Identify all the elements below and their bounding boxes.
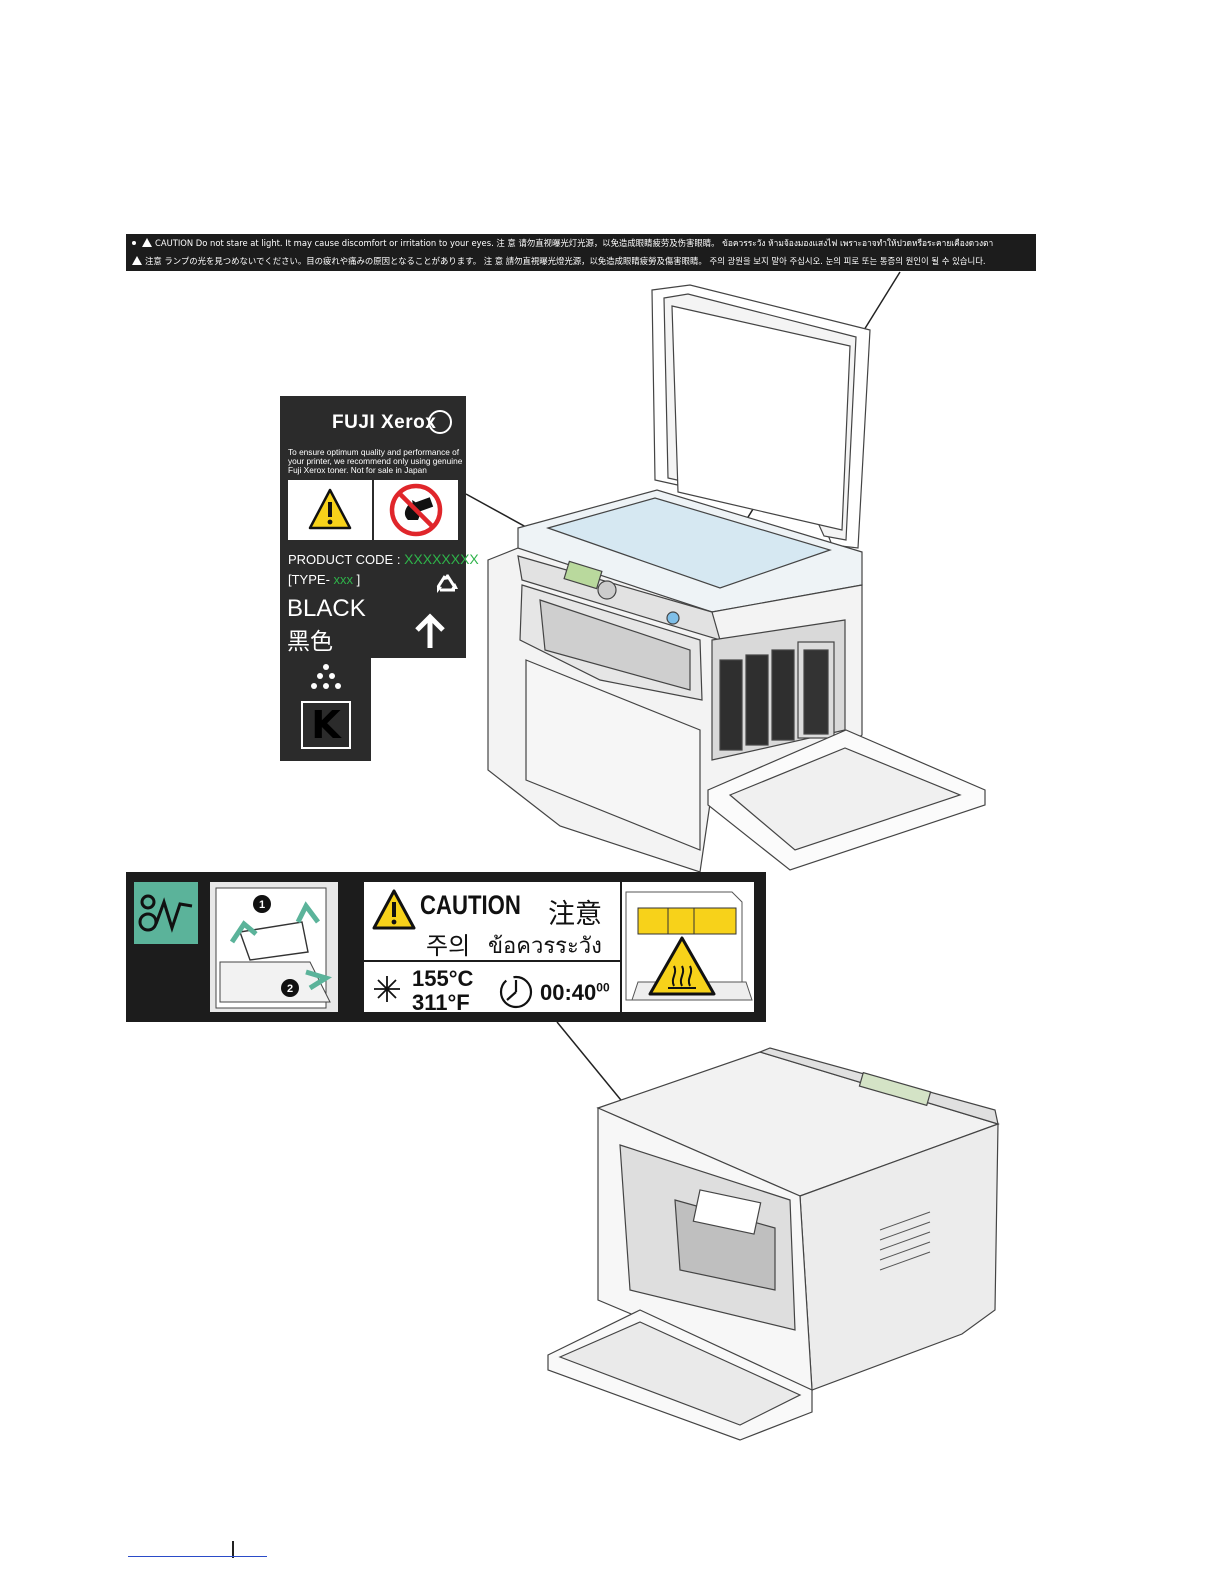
up-arrow-icon [415, 613, 445, 648]
toner-color-english: BLACK [287, 595, 366, 622]
paper-jam-icon [138, 894, 193, 933]
step-2-label: 2 [287, 983, 293, 995]
product-code: PRODUCT CODE : XXXXXXXX [288, 551, 479, 567]
hot-surface-illustration [622, 882, 754, 1012]
toner-dots-icon [311, 664, 341, 689]
toner-color-chinese: 黑色 [287, 628, 333, 654]
globe-logo-icon [428, 410, 452, 434]
no-fire-icon-box [374, 480, 458, 540]
recycle-icon [436, 574, 458, 593]
caution-label: 1 2 CAUTION 注意 주의 ข้อควรระวัง 155°C 311°… [126, 872, 766, 1022]
printer-rear-drawing [547, 1047, 1000, 1441]
color-letter-box: K [301, 701, 351, 749]
caution-title-english: CAUTION [420, 890, 521, 920]
cooldown-time: 00:4000 [540, 980, 610, 1005]
no-fire-icon [389, 483, 443, 537]
divider [364, 960, 620, 962]
warning-icon-box [288, 480, 372, 540]
toner-label: FUJI Xerox To ensure optimum quality and… [280, 396, 479, 658]
temperature-celsius: 155°C [412, 966, 474, 991]
jam-removal-illustration: 1 2 [210, 882, 338, 1012]
printer-front-drawing [487, 284, 986, 873]
brand-logo: FUJI Xerox [332, 412, 437, 433]
caution-strip: CAUTION Do not stare at light. It may ca… [126, 234, 1036, 271]
paper-jam-symbol-box [134, 882, 198, 944]
bullet-icon [132, 241, 136, 245]
footer-divider [232, 1541, 234, 1558]
warning-triangle-icon [142, 238, 152, 247]
caution-title-chinese: 注意 [548, 899, 602, 929]
toner-label-lower: K [280, 656, 371, 761]
jam-removal-drawing: 1 2 [215, 887, 333, 1009]
caution-text-box: CAUTION 注意 주의 ข้อควรระวัง 155°C 311°F 00… [364, 882, 620, 1015]
snowflake-icon [374, 976, 400, 1002]
footer-link-underline[interactable] [128, 1556, 267, 1557]
caution-strip-line-2: 注意 ランプの光を見つめないでください。目の疲れや痛みの原因となることがあります… [132, 252, 1036, 270]
caution-strip-line-1: CAUTION Do not stare at light. It may ca… [132, 234, 1036, 252]
type-code: [TYPE- xxx ] [288, 572, 361, 587]
step-1-label: 1 [259, 899, 265, 911]
caution-title-thai: ข้อควรระวัง [488, 933, 602, 958]
warning-triangle-icon [132, 256, 142, 265]
caution-title-korean: 주의 [426, 933, 471, 960]
timer-icon [499, 975, 533, 1009]
temperature-fahrenheit: 311°F [412, 990, 470, 1015]
warning-triangle-icon [308, 488, 352, 530]
toner-description: To ensure optimum quality and performanc… [288, 447, 463, 475]
warning-triangle-icon [372, 889, 416, 930]
hot-surface-drawing [625, 891, 753, 1001]
